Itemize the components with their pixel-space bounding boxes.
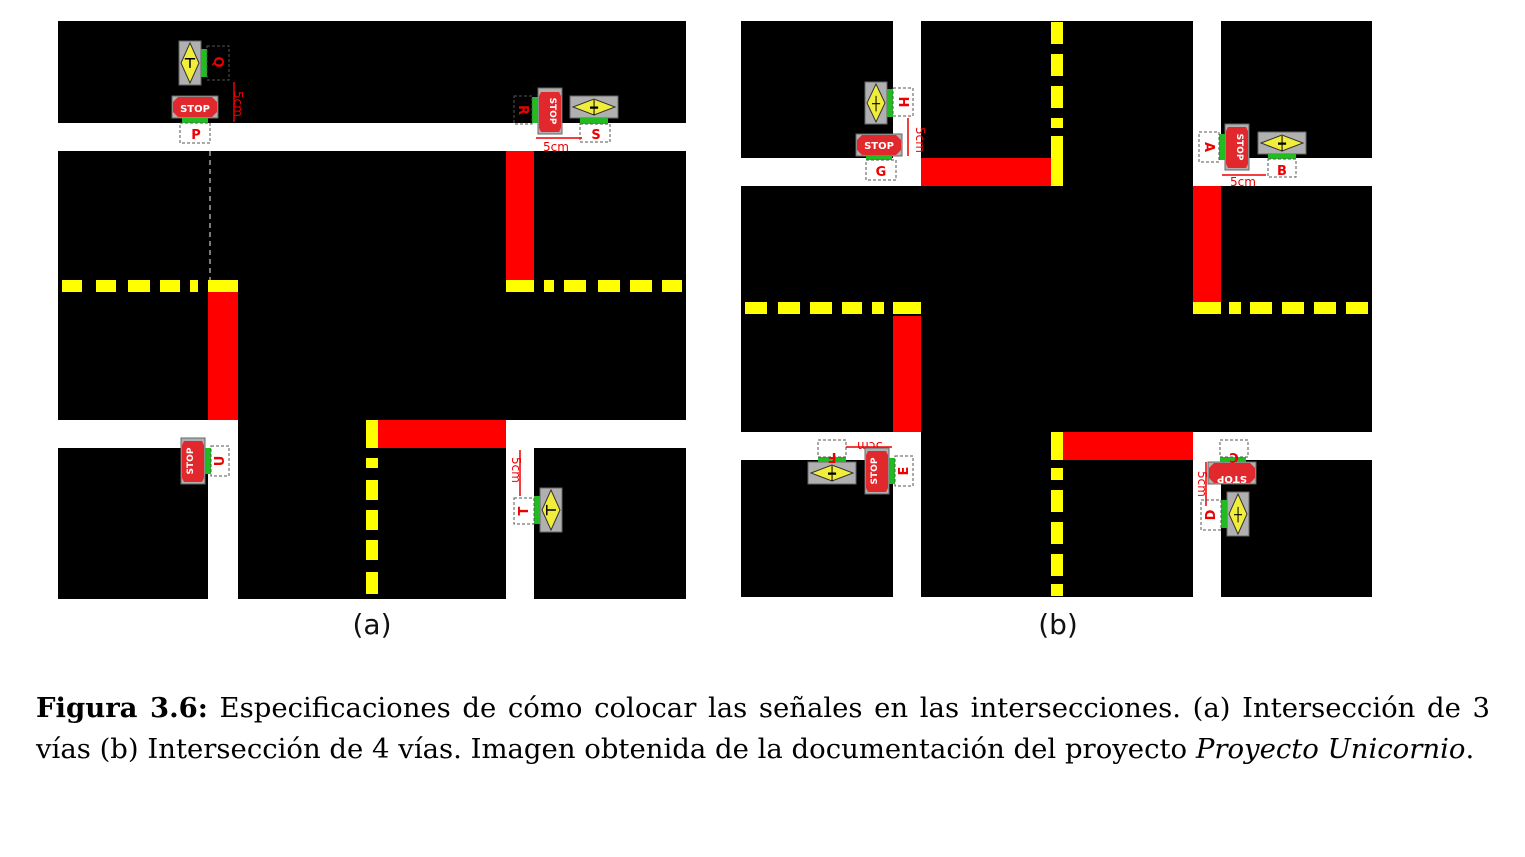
figure-caption: Figura 3.6: Especificaciones de cómo col… — [36, 688, 1490, 770]
intersection-4-way: ┼ H 5cm STOP G STOP A — [741, 21, 1372, 597]
svg-text:┼: ┼ — [1233, 506, 1242, 523]
svg-text:5cm: 5cm — [231, 91, 245, 117]
sign-label-g: G — [876, 165, 887, 180]
caption-prefix: Figura 3.6: — [36, 692, 208, 724]
stop-line-c — [1063, 432, 1193, 460]
sign-g-stop: STOP G — [855, 133, 903, 181]
stop-line-g — [921, 158, 1051, 186]
yellow-dashes-vertical — [366, 420, 378, 594]
svg-text:STOP: STOP — [870, 457, 880, 484]
distance-marker-a3: 5cm — [509, 450, 523, 496]
sign-label-b: B — [1277, 164, 1287, 179]
distance-marker-b2: 5cm — [1222, 174, 1266, 189]
svg-text:5cm: 5cm — [509, 457, 523, 483]
sign-t-diamond: ⊤ T — [513, 487, 563, 533]
panel-b-label: (b) — [1038, 608, 1078, 641]
svg-text:STOP: STOP — [547, 98, 557, 125]
sign-label-a: A — [1201, 142, 1216, 152]
sign-label-u: U — [213, 456, 228, 467]
stop-line-a — [1193, 186, 1221, 302]
sign-u-stop: STOP U — [180, 437, 230, 485]
panel-a-label: (a) — [352, 608, 392, 641]
white-line-top — [58, 123, 686, 151]
distance-marker-a1: 5cm — [231, 82, 245, 122]
svg-text:┿: ┿ — [589, 99, 598, 116]
sign-f-diamond: ┿ F — [807, 439, 857, 485]
sign-s-diamond: ┿ S — [569, 95, 619, 143]
svg-text:┿: ┿ — [827, 465, 836, 482]
stop-line-t — [378, 420, 506, 448]
caption-body: Especificaciones de cómo colocar las señ… — [36, 692, 1490, 765]
sign-p-stop: STOP P — [171, 95, 219, 144]
white-line-vertical-right — [506, 420, 534, 599]
white-line-vertical-left — [208, 420, 238, 599]
yellow-dashes-right — [506, 280, 682, 292]
sign-q-diamond: ⊤ Q — [178, 40, 230, 86]
sign-label-c: C — [1229, 449, 1239, 464]
sign-label-p: P — [191, 128, 201, 143]
stop-line-u — [208, 292, 238, 420]
sign-h-diamond: ┼ H — [864, 81, 914, 125]
stop-text: STOP — [180, 104, 210, 115]
sign-e-stop: STOP E — [864, 447, 914, 495]
sign-label-q: Q — [210, 56, 225, 67]
svg-text:STOP: STOP — [864, 141, 894, 152]
svg-text:┼: ┼ — [871, 95, 880, 112]
sign-label-r: R — [515, 105, 530, 115]
svg-text:STOP: STOP — [1217, 473, 1247, 484]
sign-d-diamond: ┼ D — [1200, 491, 1250, 537]
yellow-dashes-left — [62, 280, 238, 292]
stop-line-r — [506, 151, 534, 280]
sign-r-stop: STOP R — [513, 87, 563, 135]
distance-marker-b1: 5cm — [907, 118, 927, 156]
svg-text:STOP: STOP — [186, 447, 196, 474]
yellow-dashes-b — [745, 22, 1368, 596]
stop-line-e — [893, 316, 921, 432]
sign-label-h: H — [895, 97, 910, 108]
svg-text:┿: ┿ — [1277, 135, 1286, 152]
svg-text:5cm: 5cm — [1195, 471, 1209, 497]
svg-text:⊤: ⊤ — [544, 504, 560, 517]
caption-italic: Proyecto Unicornio — [1195, 733, 1466, 765]
sign-a-stop: STOP A — [1198, 123, 1250, 171]
sign-label-e: E — [897, 467, 912, 476]
white-line-bottom-right — [506, 420, 686, 448]
caption-end: . — [1465, 733, 1475, 765]
panel-a-diagram: STOP P ⊤ Q 5cm STOP R — [58, 21, 1372, 599]
svg-text:5cm: 5cm — [1230, 175, 1256, 189]
sign-label-t: T — [517, 506, 532, 515]
sign-label-s: S — [591, 128, 600, 143]
distance-marker-a2: 5cm — [536, 137, 582, 154]
sign-b-diamond: ┿ B — [1257, 131, 1307, 179]
sign-c-stop: STOP C — [1207, 439, 1257, 485]
sign-label-d: D — [1204, 509, 1219, 520]
distance-marker-b4: 5cm — [1195, 462, 1209, 506]
svg-text:5cm: 5cm — [913, 127, 927, 153]
svg-text:STOP: STOP — [1234, 134, 1244, 161]
sign-glyph: ⊤ — [184, 56, 197, 72]
sign-label-f: F — [828, 449, 837, 464]
svg-text:5cm: 5cm — [543, 140, 569, 154]
intersection-3-way: STOP P ⊤ Q 5cm STOP R — [58, 21, 686, 599]
